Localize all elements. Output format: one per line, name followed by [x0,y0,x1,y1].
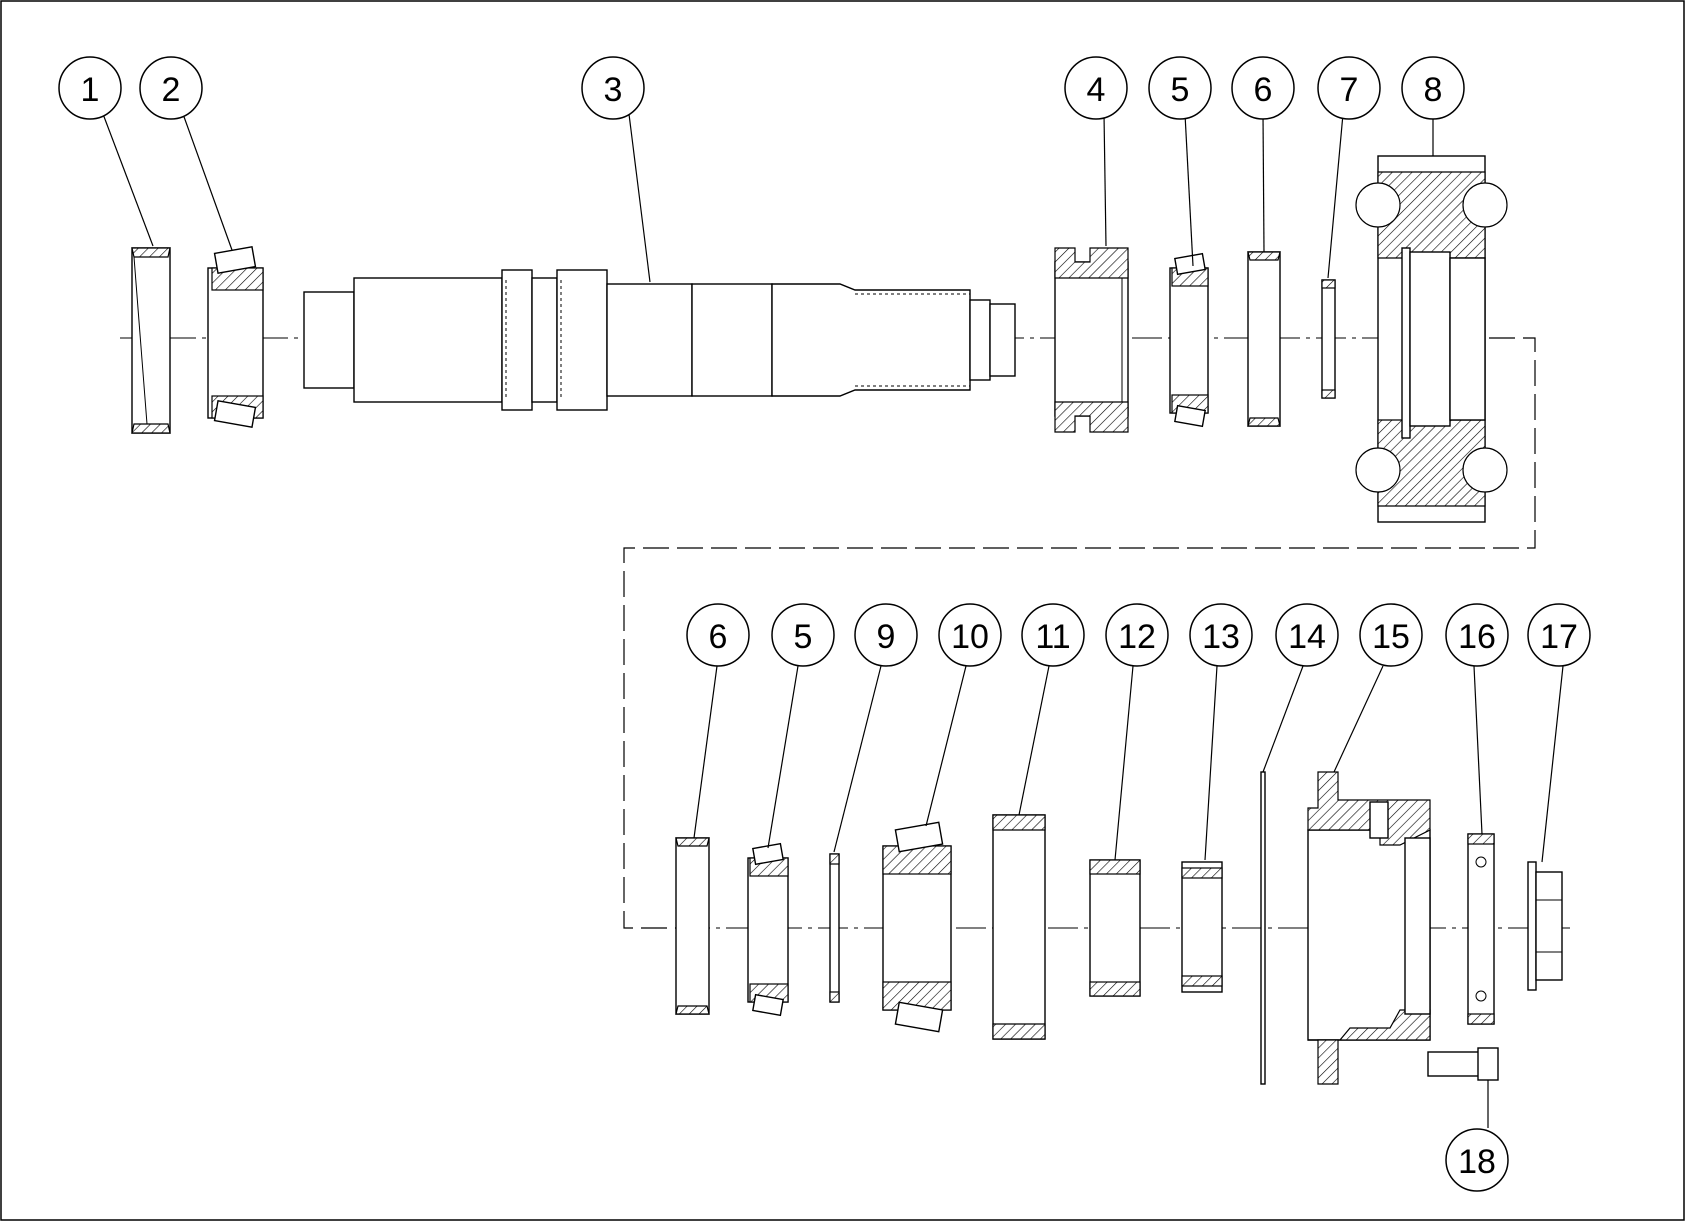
part-2-bearing-cone [207,246,264,428]
part-16-seal [1467,833,1495,1025]
part-7-snap-ring [1321,279,1336,399]
callout-15-circle [1359,603,1423,667]
callout-9-label: 9 [877,618,896,656]
part-17-nut [1527,861,1563,991]
callout-labels: 1 2 3 4 5 6 7 8 6 5 9 10 11 12 13 14 15 … [81,71,1578,1181]
callout-10-circle [938,603,1002,667]
part-18-bolt [1427,1047,1499,1081]
callout-17-circle [1527,603,1591,667]
callout-6b-label: 6 [709,618,728,656]
callout-18-circle [1445,1128,1509,1192]
part-8-gear [1355,155,1508,523]
callout-4-circle [1064,56,1128,120]
part-4-sleeve [1054,247,1129,433]
callout-14-circle [1275,603,1339,667]
callout-5b-circle [771,603,835,667]
part-15-housing [1307,771,1431,1085]
part-5-bearing-cone-upper [1169,252,1209,428]
callout-16-circle [1445,603,1509,667]
callout-7-label: 7 [1340,71,1359,109]
callout-15-label: 15 [1372,618,1410,656]
callout-17-label: 17 [1540,618,1578,656]
part-14-gasket [1260,771,1266,1085]
callout-2-label: 2 [162,71,181,109]
callout-6a-label: 6 [1254,71,1273,109]
callout-3-circle [581,56,645,120]
callout-18-label: 18 [1458,1143,1496,1181]
callout-6b-circle [686,603,750,667]
part-1-bearing-cup [131,247,171,434]
callout-1-circle [58,56,122,120]
callout-4-label: 4 [1087,71,1106,109]
callout-12-label: 12 [1118,618,1156,656]
callout-5a-label: 5 [1171,71,1190,109]
part-13-ring [1181,861,1223,993]
part-10-bearing [882,821,952,1033]
callout-6a-circle [1231,56,1295,120]
callout-13-circle [1189,603,1253,667]
callout-8-circle [1401,56,1465,120]
callout-9-circle [854,603,918,667]
callout-13-label: 13 [1202,618,1240,656]
callout-14-label: 14 [1288,618,1326,656]
callout-3-label: 3 [604,71,623,109]
callout-16-label: 16 [1458,618,1496,656]
callout-12-circle [1105,603,1169,667]
part-6-bearing-cup-upper [1247,251,1281,427]
part-11-bearing-cup [992,814,1046,1040]
callout-2-circle [139,56,203,120]
callout-10-label: 10 [951,618,989,656]
part-9-washer [829,853,840,1003]
callout-11-circle [1021,603,1085,667]
callout-7-circle [1317,56,1381,120]
callout-5b-label: 5 [794,618,813,656]
part-6-bearing-cup-lower [675,837,710,1015]
part-3-shaft [303,269,1016,411]
part-12-ring [1089,859,1141,997]
callout-8-label: 8 [1424,71,1443,109]
part-5-bearing-cone-lower [747,842,789,1017]
callout-5a-circle [1148,56,1212,120]
leader-lines [102,113,1564,1128]
callout-11-label: 11 [1035,618,1070,656]
callouts [58,56,1591,1192]
callout-1-label: 1 [81,71,100,109]
